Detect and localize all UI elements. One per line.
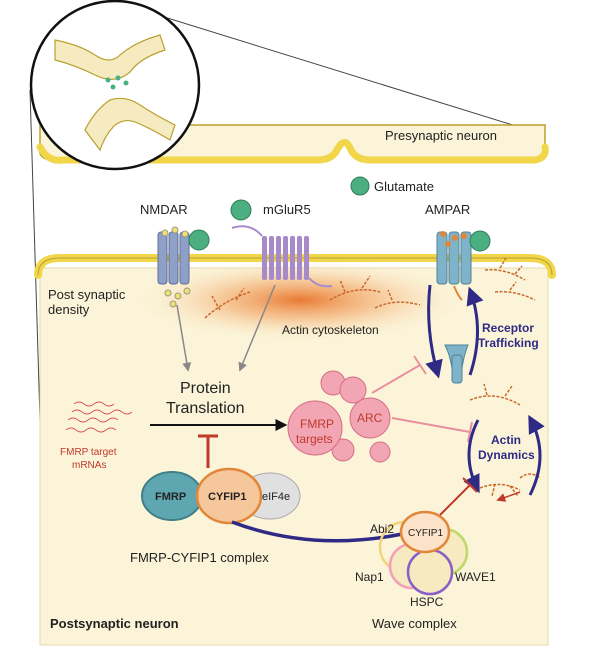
protein-translation-line2: Translation [166, 400, 245, 417]
actin-to-wave-arrow [496, 491, 521, 502]
fmrp-targets-line2: targets [296, 432, 333, 446]
zoom-line-right [147, 11, 546, 136]
receptor-trafficking-line2: Trafficking [478, 336, 539, 350]
wave-complex [378, 510, 469, 596]
synapse-magnifier [29, 0, 201, 171]
actin-filaments-membrane [204, 257, 536, 319]
wave1-label: WAVE1 [455, 570, 496, 584]
actin-filaments-dynamics [469, 383, 541, 497]
abi2-label: Abi2 [370, 522, 394, 536]
eif4e-label: eIF4e [262, 491, 290, 503]
psd-glow [130, 258, 470, 342]
mglur5-glutamate [230, 199, 252, 221]
mglur5-receptor [231, 225, 333, 288]
fmrp-cyfip1-complex [141, 467, 301, 525]
mrna-strands [65, 401, 133, 433]
postsynaptic-label: Postsynaptic neuron [50, 616, 179, 631]
arc-inhibits-trafficking [371, 364, 421, 394]
psd-label-line2: density [48, 302, 90, 317]
targets-inhibit-actin [391, 417, 471, 433]
glutamate-legend-dot [350, 176, 370, 196]
cyfip1-wave-label: CYFIP1 [408, 528, 443, 539]
zoom-line-left [29, 89, 41, 421]
fmrp-targets-line1: FMRP [300, 417, 334, 431]
fmrp-targets-cluster [287, 370, 391, 463]
actin-dynamics-line2: Dynamics [478, 448, 535, 462]
actin-dynamics-line1: Actin [491, 433, 521, 447]
trafficking-arrow-up [466, 286, 484, 376]
glutamate-label: Glutamate [374, 179, 434, 194]
targets-inhibit-actin-bar [467, 421, 473, 443]
nap1-label: Nap1 [355, 570, 384, 584]
presynaptic-membrane [36, 139, 549, 164]
psd-label-line1: Post synaptic [48, 287, 126, 302]
cyfip1-to-wave-arrow [231, 520, 425, 545]
actin-dynamics-arrow-right [528, 414, 545, 496]
wave-cyfip1-inhibits-actin-bar [462, 477, 478, 493]
arc-inhibits-trafficking-bar [413, 355, 427, 375]
actin-cytoskeleton-label: Actin cytoskeleton [282, 323, 379, 337]
complex-label: FMRP-CYFIP1 complex [130, 550, 269, 565]
cyfip1-label: CYFIP1 [208, 491, 247, 503]
internalized-ampar [444, 344, 469, 384]
nmdar-to-translation-arrow [176, 304, 192, 372]
fmrp-target-mrnas-line2: mRNAs [72, 460, 106, 471]
actin-dynamics-arrow-left [463, 419, 480, 494]
receptor-trafficking-line1: Receptor [482, 321, 534, 335]
trafficking-arrow-down [425, 284, 443, 379]
nmdar-label: NMDAR [140, 202, 188, 217]
nmdar-receptor [157, 226, 210, 308]
ampar-receptor [436, 230, 491, 301]
ampar-label: AMPAR [425, 202, 470, 217]
mglur5-to-translation-arrow [238, 284, 276, 372]
arc-label: ARC [357, 411, 383, 425]
presynaptic-label: Presynaptic neuron [385, 128, 497, 143]
mglur5-label: mGluR5 [263, 202, 311, 217]
wave-cyfip1-inhibits-actin [439, 484, 471, 516]
protein-translation-line1: Protein [180, 380, 231, 397]
fmrp-target-mrnas-line1: FMRP target [60, 447, 117, 458]
fmrp-label: FMRP [155, 491, 186, 503]
wave-complex-label: Wave complex [372, 616, 457, 631]
hspc-label: HSPC [410, 595, 444, 609]
